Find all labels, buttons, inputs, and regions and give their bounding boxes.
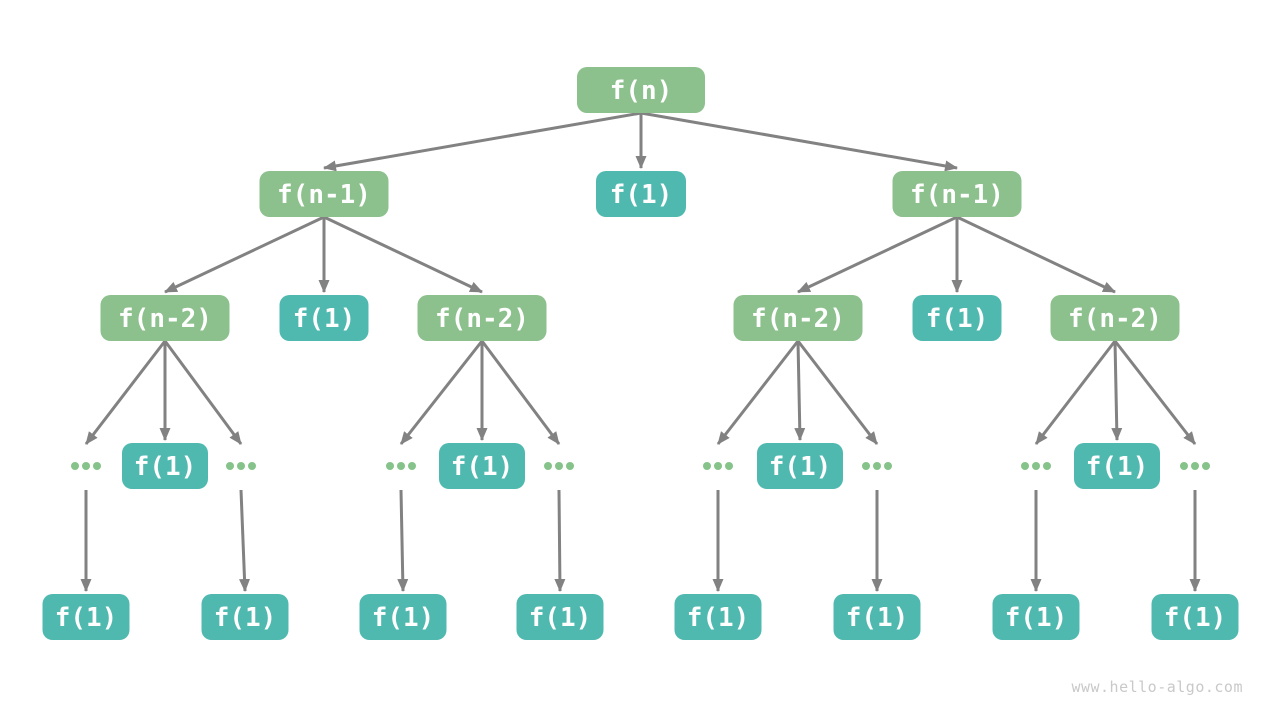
node-label: f(n) — [610, 76, 673, 106]
tree-node-LC: f(1) — [279, 295, 369, 341]
tree-node-l5: f(1) — [674, 594, 762, 640]
ellipsis-dots — [1021, 462, 1051, 470]
watermark: www.hello-algo.com — [1071, 678, 1243, 696]
node-label: f(n-2) — [1068, 304, 1162, 334]
edge-arrow-RL-d5 — [716, 340, 800, 445]
tree-node-l7: f(1) — [992, 594, 1080, 640]
edge-arrow-R-RL — [797, 215, 958, 294]
ellipsis-dots — [226, 462, 256, 470]
edge-arrow-RR-d7 — [1034, 340, 1117, 445]
tree-node-l2: f(1) — [201, 594, 289, 640]
edge-arrow-LL-d1 — [84, 340, 167, 445]
tree-node-l4: f(1) — [516, 594, 604, 640]
ellipsis-dots — [1180, 462, 1210, 470]
node-label: f(1) — [1086, 452, 1149, 482]
node-label: f(n-1) — [910, 180, 1004, 210]
node-label: f(1) — [926, 304, 989, 334]
tree-node-RR: f(n-2) — [1050, 295, 1180, 341]
node-label: f(1) — [293, 304, 356, 334]
node-label: f(1) — [1005, 603, 1068, 633]
tree-node-RC: f(1) — [912, 295, 1002, 341]
node-label: f(n-2) — [435, 304, 529, 334]
node-label: f(1) — [451, 452, 514, 482]
tree-node-l3: f(1) — [359, 594, 447, 640]
node-label: f(1) — [55, 603, 118, 633]
ellipsis-dots — [703, 462, 733, 470]
edge-arrow-R-RR — [956, 215, 1116, 294]
edge-arrow-root-R — [640, 111, 958, 172]
node-label: f(1) — [214, 603, 277, 633]
node-label: f(1) — [769, 452, 832, 482]
edge-arrow-L-LL — [164, 215, 325, 294]
tree-node-LR: f(n-2) — [417, 295, 547, 341]
tree-node-l8: f(1) — [1151, 594, 1239, 640]
node-label: f(1) — [372, 603, 435, 633]
edge-arrow-RL-d6 — [796, 340, 879, 445]
edge-arrow-RL-g3 — [794, 340, 806, 441]
edge-arrow-root-L — [323, 111, 642, 172]
node-label: f(1) — [134, 452, 197, 482]
node-label: f(1) — [529, 603, 592, 633]
node-label: f(1) — [846, 603, 909, 633]
node-label: f(1) — [610, 180, 673, 210]
tree-node-RL: f(n-2) — [733, 295, 863, 341]
tree-node-root: f(n) — [577, 67, 705, 113]
tree-node-l1: f(1) — [42, 594, 130, 640]
tree-node-g2: f(1) — [439, 443, 525, 489]
edge-arrow-LR-d4 — [480, 340, 561, 445]
node-label: f(n-1) — [277, 180, 371, 210]
edge-arrow-d2-l2 — [239, 489, 251, 592]
tree-node-g1: f(1) — [122, 443, 208, 489]
tree-node-LL: f(n-2) — [100, 295, 230, 341]
node-label: f(1) — [687, 603, 750, 633]
tree-node-R: f(n-1) — [892, 171, 1022, 217]
tree-node-g4: f(1) — [1074, 443, 1160, 489]
edge-arrow-RR-g4 — [1111, 340, 1123, 441]
edge-arrow-RR-d8 — [1113, 340, 1197, 445]
edge-arrow-L-LR — [323, 215, 483, 294]
ellipsis-dots — [386, 462, 416, 470]
tree-node-L: f(n-1) — [259, 171, 389, 217]
edge-arrow-LL-d2 — [163, 340, 243, 445]
edge-arrow-d3-l3 — [397, 489, 409, 592]
ellipsis-dots — [544, 462, 574, 470]
tree-node-l6: f(1) — [833, 594, 921, 640]
node-label: f(n-2) — [118, 304, 212, 334]
tree-node-g3: f(1) — [757, 443, 843, 489]
edge-arrow-LR-d3 — [399, 340, 484, 445]
edge-arrow-d4-l4 — [554, 489, 566, 592]
node-label: f(1) — [1164, 603, 1227, 633]
node-label: f(n-2) — [751, 304, 845, 334]
ellipsis-dots — [862, 462, 892, 470]
tree-node-C: f(1) — [596, 171, 686, 217]
ellipsis-dots — [71, 462, 101, 470]
